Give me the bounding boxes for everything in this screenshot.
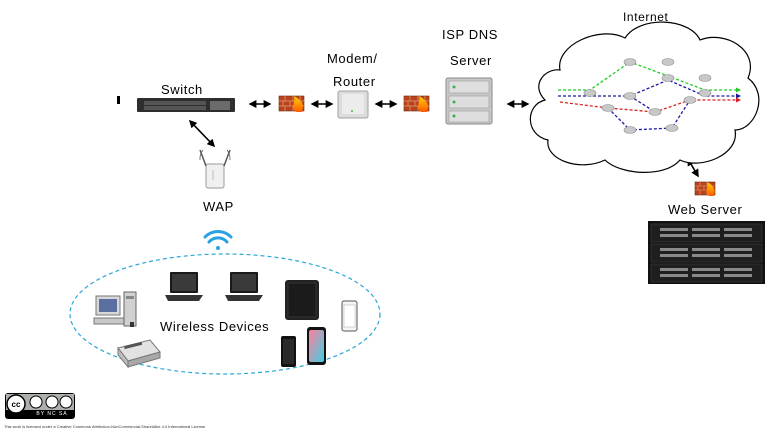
tablet-icon <box>285 280 319 320</box>
wap-icon <box>199 149 231 189</box>
isp-dns-label-line1: ISP DNS <box>442 27 498 42</box>
switch-icon <box>117 96 235 112</box>
router-nodes <box>583 58 712 134</box>
phone-icon <box>281 336 296 367</box>
wifi-icon <box>203 230 233 250</box>
internet-label: Internet <box>623 10 669 24</box>
switch-label: Switch <box>161 82 203 97</box>
desktop-computer-icon <box>93 291 137 327</box>
firewall-icon <box>694 181 716 196</box>
cloud-icon <box>529 21 760 173</box>
modem-router-label-line2: Router <box>333 74 376 89</box>
web-server-label: Web Server <box>668 202 743 217</box>
connector-lines <box>188 100 699 178</box>
dns-server-icon <box>445 77 493 125</box>
cc-license-icon: cc <box>5 393 75 419</box>
svg-text:cc: cc <box>12 400 21 409</box>
cc-badge-text: BY NC SA <box>36 411 68 417</box>
printer-icon <box>117 339 161 369</box>
laptop-icon <box>225 272 263 301</box>
isp-dns-label-line2: Server <box>450 53 492 68</box>
phone-icon <box>341 300 358 332</box>
modem-router-label-line1: Modem/ <box>327 51 378 66</box>
wireless-zone-boundary <box>69 253 381 375</box>
wap-label: WAP <box>203 199 234 214</box>
modem-router-icon <box>337 90 369 119</box>
firewall-icon <box>278 95 305 112</box>
phone-icon <box>307 327 326 365</box>
laptop-icon <box>165 272 203 301</box>
web-server-rack-icon <box>648 221 765 284</box>
wireless-devices-label: Wireless Devices <box>160 319 270 334</box>
license-caption: This work is licensed under a Creative C… <box>4 424 206 429</box>
firewall-icon <box>403 95 430 112</box>
